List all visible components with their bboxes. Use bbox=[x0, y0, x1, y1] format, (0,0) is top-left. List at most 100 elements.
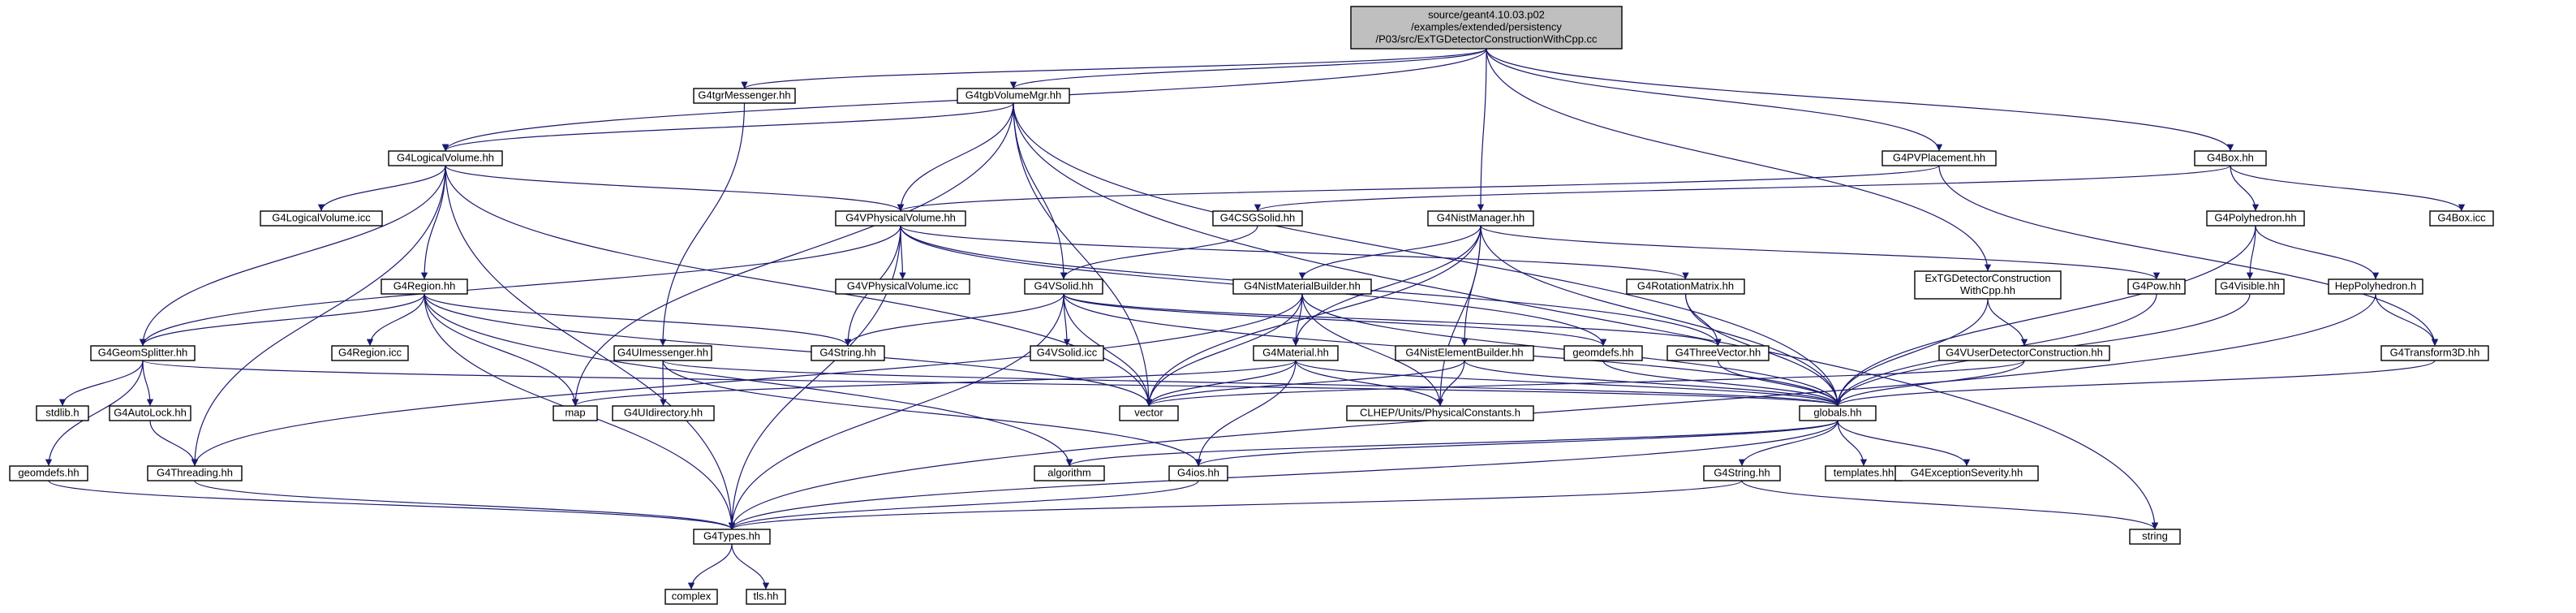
edge-g4tgrmessenger-to-g4uimessenger bbox=[659, 102, 746, 347]
node-g4rotationmatrix[interactable]: G4RotationMatrix.hh bbox=[1626, 278, 1745, 295]
node-box-g4string2 bbox=[1703, 465, 1781, 481]
node-label-g4regionicc: G4Region.icc bbox=[338, 347, 402, 359]
edge-g4material-to-map bbox=[572, 360, 1297, 407]
edge-g4geomsplitter-to-globals bbox=[142, 360, 1841, 407]
node-box-g4boxicc bbox=[2429, 210, 2494, 227]
node-box-g4vphysicalvolumeicc bbox=[835, 278, 970, 295]
node-g4region[interactable]: G4Region.hh bbox=[381, 278, 468, 295]
node-g4vphysicalvolume[interactable]: G4VPhysicalVolume.hh bbox=[835, 210, 966, 227]
node-label-g4string2: G4String.hh bbox=[1714, 467, 1770, 479]
node-label-g4logicalvolume: G4LogicalVolume.hh bbox=[397, 152, 494, 164]
node-g4threading[interactable]: G4Threading.hh bbox=[147, 465, 243, 481]
edge-g4geomsplitter-to-geomdefs2 bbox=[45, 360, 144, 467]
node-box-g4pow bbox=[2127, 278, 2186, 295]
node-g4nistmanager[interactable]: G4NistManager.hh bbox=[1427, 210, 1534, 227]
node-geomdefs2[interactable]: geomdefs.hh bbox=[9, 465, 88, 481]
node-g4box[interactable]: G4Box.hh bbox=[2194, 150, 2267, 166]
edge-g4polyhedron-to-heppolyhedron bbox=[2255, 225, 2380, 280]
node-label-map: map bbox=[565, 407, 585, 419]
node-clhepunits[interactable]: CLHEP/Units/PhysicalConstants.h bbox=[1346, 405, 1534, 421]
edge-g4pvplacement-to-g4transform3d bbox=[1938, 165, 2439, 347]
node-root[interactable]: source/geant4.10.03.p02/examples/extende… bbox=[1350, 6, 1623, 50]
edge-globals-to-g4exceptionseverity bbox=[1837, 420, 1971, 467]
edge-root-to-g4box bbox=[1486, 48, 2234, 152]
node-g4nistmaterialbuilder[interactable]: G4NistMaterialBuilder.hh bbox=[1232, 278, 1372, 295]
edge-root-to-g4tgbvolumemgr bbox=[1010, 48, 1487, 89]
node-tlsh[interactable]: tls.hh bbox=[746, 589, 786, 605]
node-label-g4uimessenger: G4UImessenger.hh bbox=[617, 347, 708, 359]
edge-g4tgbvolumemgr-to-g4logicalvolume bbox=[442, 102, 1014, 152]
node-g4tgbvolumemgr[interactable]: G4tgbVolumeMgr.hh bbox=[957, 88, 1070, 104]
edge-g4logicalvolume-to-vector bbox=[445, 165, 1153, 407]
node-extgdetectorconstructionwithcpp[interactable]: ExTGDetectorConstructionWithCpp.hh bbox=[1914, 270, 2062, 300]
edge-g4vsolid-to-g4string bbox=[844, 293, 1064, 347]
node-box-g4geomsplitter bbox=[90, 345, 196, 361]
node-g4threevector[interactable]: G4ThreeVector.hh bbox=[1666, 345, 1770, 361]
node-label-g4visible: G4Visible.hh bbox=[2220, 280, 2279, 292]
edge-g4pvplacement-to-g4vphysicalvolume bbox=[897, 165, 1940, 212]
edge-g4vphysicalvolume-to-g4geomsplitter bbox=[139, 225, 901, 347]
node-box-vector bbox=[1119, 405, 1179, 421]
node-label-g4threevector: G4ThreeVector.hh bbox=[1675, 347, 1761, 359]
edge-g4tgbvolumemgr-to-string bbox=[1013, 102, 2159, 530]
node-g4ios[interactable]: G4ios.hh bbox=[1168, 465, 1228, 481]
node-g4logicalvolume[interactable]: G4LogicalVolume.hh bbox=[388, 150, 503, 166]
edge-g4nistelementbuilder-to-vector bbox=[1145, 360, 1465, 407]
edge-g4nistmanager-to-g4nistmaterialbuilder bbox=[1298, 225, 1482, 280]
node-box-g4string bbox=[811, 345, 885, 361]
edge-g4logicalvolume-to-g4logicalvolumeicc bbox=[317, 165, 446, 212]
node-globals[interactable]: globals.hh bbox=[1799, 405, 1877, 421]
node-g4geomsplitter[interactable]: G4GeomSplitter.hh bbox=[90, 345, 196, 361]
node-g4tgrmessenger[interactable]: G4tgrMessenger.hh bbox=[693, 88, 796, 104]
node-heppolyhedron[interactable]: HepPolyhedron.h bbox=[2328, 278, 2423, 295]
node-g4transform3d[interactable]: G4Transform3D.hh bbox=[2380, 345, 2489, 361]
edge-g4box-to-g4polyhedron bbox=[2230, 165, 2260, 212]
edge-g4region-to-g4geomsplitter bbox=[139, 293, 425, 347]
node-box-g4vuserdetectorconstruction bbox=[1938, 345, 2110, 361]
node-g4uidirectory[interactable]: G4UIdirectory.hh bbox=[612, 405, 715, 421]
node-box-complex bbox=[664, 589, 718, 605]
node-label-vector: vector bbox=[1134, 407, 1163, 419]
node-label-g4uidirectory: G4UIdirectory.hh bbox=[624, 407, 703, 419]
node-label-stdlib: stdlib.h bbox=[45, 407, 79, 419]
edge-g4logicalvolume-to-g4vphysicalvolume bbox=[445, 165, 905, 212]
node-algorithm: algorithm bbox=[1034, 465, 1105, 481]
node-g4exceptionseverity[interactable]: G4ExceptionSeverity.hh bbox=[1894, 465, 2039, 481]
node-label-root-line-1: source/geant4.10.03.p02 bbox=[1428, 9, 1545, 21]
node-g4nistelementbuilder[interactable]: G4NistElementBuilder.hh bbox=[1395, 345, 1534, 361]
node-box-tlsh bbox=[746, 589, 786, 605]
node-stdlib: stdlib.h bbox=[36, 405, 89, 421]
edge-globals-to-templates bbox=[1837, 420, 1868, 467]
edge-g4polyhedron-to-globals bbox=[1834, 225, 2256, 407]
node-label-g4geomsplitter: G4GeomSplitter.hh bbox=[98, 347, 188, 359]
node-label-g4string: G4String.hh bbox=[819, 347, 875, 359]
edge-g4box-to-g4boxicc bbox=[2230, 165, 2466, 212]
node-templates[interactable]: templates.hh bbox=[1825, 465, 1903, 481]
edge-g4nistelementbuilder-to-globals bbox=[1464, 360, 1842, 407]
node-g4uimessenger[interactable]: G4UImessenger.hh bbox=[613, 345, 712, 361]
edge-g4uimessenger-to-g4uidirectory bbox=[660, 360, 667, 407]
node-label-g4nistmaterialbuilder: G4NistMaterialBuilder.hh bbox=[1244, 280, 1361, 292]
node-g4visible[interactable]: G4Visible.hh bbox=[2215, 278, 2285, 295]
node-g4types[interactable]: G4Types.hh bbox=[693, 529, 771, 545]
node-label-root-line-2: /examples/extended/persistency bbox=[1411, 21, 1562, 33]
node-g4vsolid[interactable]: G4VSolid.hh bbox=[1024, 278, 1103, 295]
node-box-g4vsolidicc bbox=[1030, 345, 1104, 361]
node-g4vuserdetectorconstruction[interactable]: G4VUserDetectorConstruction.hh bbox=[1938, 345, 2110, 361]
edge-g4ios-to-g4types bbox=[728, 480, 1199, 530]
node-g4material[interactable]: G4Material.hh bbox=[1253, 345, 1339, 361]
node-label-templates: templates.hh bbox=[1834, 467, 1894, 479]
node-g4autolock[interactable]: G4AutoLock.hh bbox=[109, 405, 191, 421]
node-box-g4tgrmessenger bbox=[693, 88, 796, 104]
node-g4pvplacement[interactable]: G4PVPlacement.hh bbox=[1881, 150, 1997, 166]
edge-g4logicalvolume-to-g4geomsplitter bbox=[139, 165, 446, 347]
edge-globals-to-g4string2 bbox=[1738, 420, 1838, 467]
node-g4string2[interactable]: G4String.hh bbox=[1703, 465, 1781, 481]
node-geomdefs1[interactable]: geomdefs.hh bbox=[1563, 345, 1643, 361]
edge-root-to-g4nistmanager bbox=[1477, 48, 1487, 212]
node-g4pow[interactable]: G4Pow.hh bbox=[2127, 278, 2186, 295]
node-g4csgsolid[interactable]: G4CSGSolid.hh bbox=[1212, 210, 1303, 227]
node-g4polyhedron[interactable]: G4Polyhedron.hh bbox=[2206, 210, 2305, 227]
edge-g4nistmanager-to-globals bbox=[1480, 225, 1842, 407]
node-label-g4vphysicalvolume: G4VPhysicalVolume.hh bbox=[845, 212, 956, 224]
